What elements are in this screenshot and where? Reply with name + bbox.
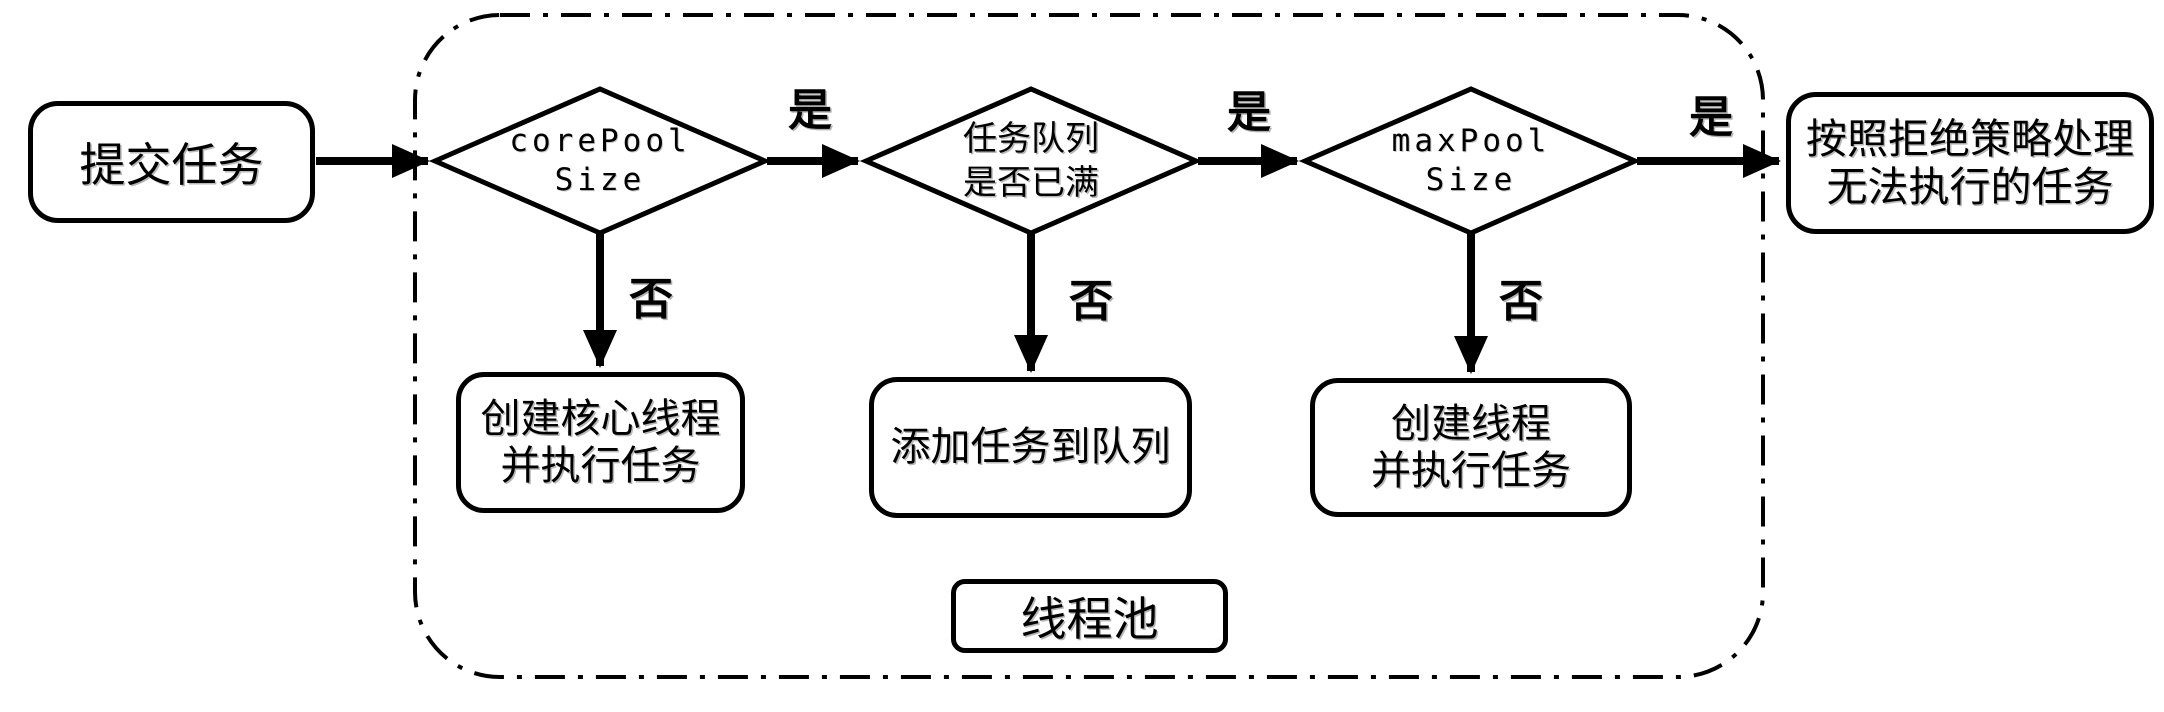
node-thread-pool-label: 线程池: [951, 579, 1228, 653]
thread-pool-label: 线程池: [1020, 593, 1159, 645]
node-add-task-to-queue: 添加任务到队列: [869, 377, 1192, 518]
max-pool-size-line2: Size: [1425, 162, 1517, 198]
edge-label-no-3: 否: [1499, 277, 1543, 326]
decision-core-pool-size: [428, 86, 772, 236]
core-pool-size-line2: Size: [554, 162, 646, 198]
max-pool-size-line1: maxPool: [1391, 123, 1551, 159]
edge-label-no-2: 否: [1069, 277, 1113, 326]
task-queue-full-text: 任务队列 是否已满: [963, 117, 1099, 205]
node-create-core-thread: 创建核心线程 并执行任务: [456, 372, 745, 513]
create-thread-line1: 创建线程: [1391, 401, 1551, 446]
task-queue-full-line1: 任务队列: [963, 120, 1099, 158]
submit-task-label: 提交任务: [79, 139, 264, 191]
decision-task-queue-full: [859, 86, 1203, 236]
core-pool-size-line1: corePool: [509, 123, 691, 159]
node-create-thread: 创建线程 并执行任务: [1310, 378, 1632, 517]
max-pool-size-text: maxPool Size: [1392, 122, 1551, 200]
edge-label-yes-1: 是: [788, 86, 832, 135]
edge-label-yes-3: 是: [1689, 93, 1733, 142]
node-submit-task: 提交任务: [28, 101, 315, 223]
create-core-thread-line1: 创建核心线程: [480, 396, 721, 441]
edge-label-no-1: 否: [629, 275, 673, 324]
reject-policy-line2: 无法执行的任务: [1826, 164, 2114, 210]
core-pool-size-text: corePool Size: [509, 122, 690, 200]
create-core-thread-line2: 并执行任务: [500, 443, 701, 488]
edge-label-yes-2: 是: [1227, 88, 1271, 137]
decision-max-pool-size: [1298, 86, 1642, 236]
add-task-to-queue-label: 添加任务到队列: [890, 425, 1171, 469]
thread-pool-boundary: [413, 13, 1765, 679]
reject-policy-line1: 按照拒绝策略处理: [1806, 116, 2134, 162]
node-reject-policy: 按照拒绝策略处理 无法执行的任务: [1786, 92, 2154, 234]
create-thread-line2: 并执行任务: [1371, 448, 1571, 493]
task-queue-full-line2: 是否已满: [963, 164, 1099, 202]
